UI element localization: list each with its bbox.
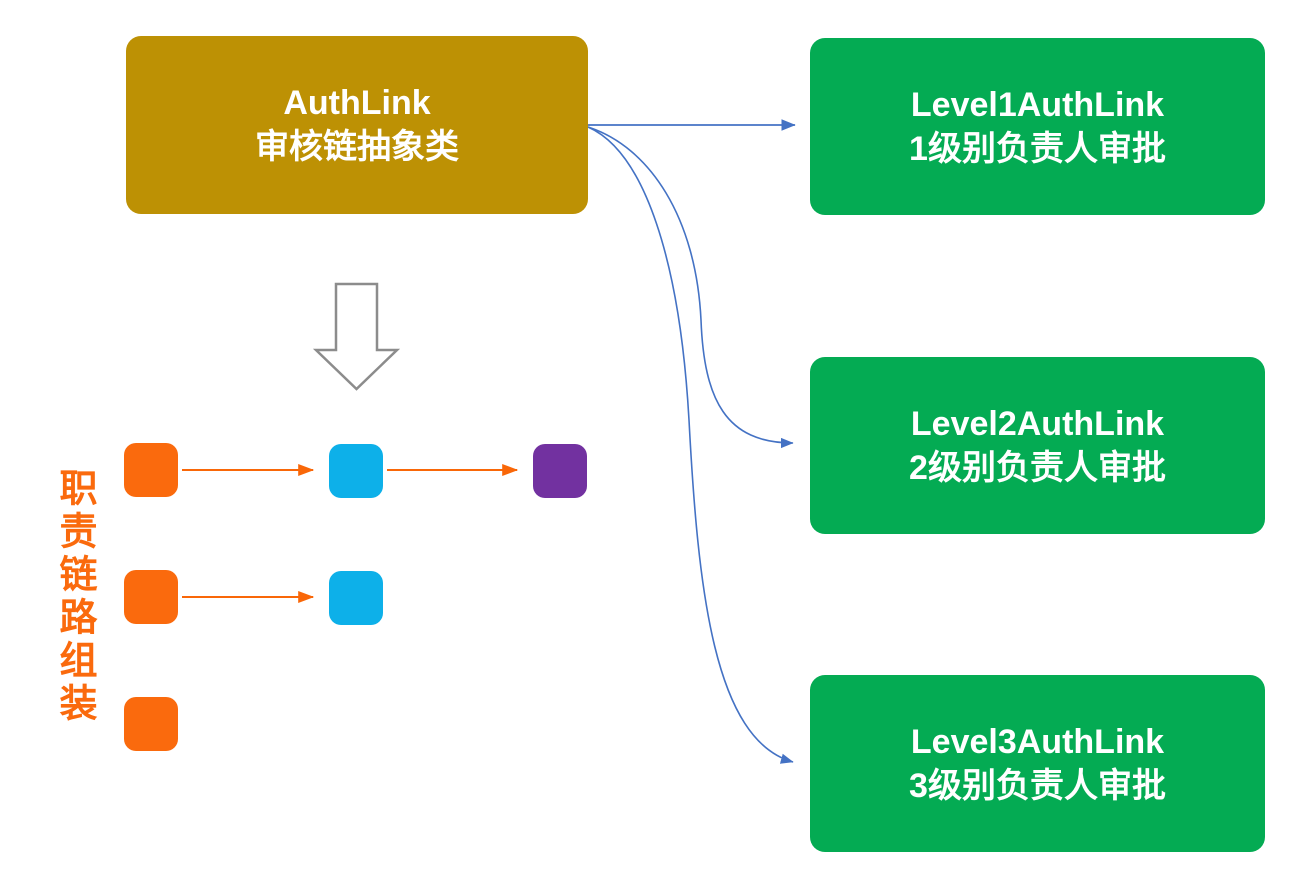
- level3-class-name: Level3AuthLink: [910, 722, 1165, 761]
- hollow-down-arrow: [312, 282, 401, 391]
- authlink-abstract-box: AuthLink 审核链抽象类: [126, 36, 588, 214]
- level3-authlink-box: Level3AuthLink 3级别负责人审批: [810, 675, 1265, 852]
- chain-node-orange: [124, 697, 178, 751]
- level2-authlink-box: Level2AuthLink 2级别负责人审批: [810, 357, 1265, 534]
- level1-class-name: Level1AuthLink: [910, 85, 1165, 124]
- level2-class-name: Level2AuthLink: [910, 404, 1165, 443]
- connector-to-level2: [587, 126, 794, 449]
- level1-authlink-box: Level1AuthLink 1级别负责人审批: [810, 38, 1265, 215]
- authlink-class-name: AuthLink: [283, 84, 431, 122]
- chain-node-orange: [124, 570, 178, 624]
- connector-to-level3: [587, 126, 794, 764]
- level3-class-desc: 3级别负责人审批: [909, 766, 1166, 805]
- level2-class-desc: 2级别负责人审批: [909, 448, 1166, 487]
- level1-class-desc: 1级别负责人审批: [909, 129, 1166, 168]
- chain-node-blue: [329, 571, 383, 625]
- chain-node-blue: [329, 444, 383, 498]
- chain-node-orange: [124, 443, 178, 497]
- chain-assembly-label: 职责链路组装: [53, 468, 98, 726]
- chain-node-purple: [533, 444, 587, 498]
- authlink-class-desc: 审核链抽象类: [255, 128, 459, 166]
